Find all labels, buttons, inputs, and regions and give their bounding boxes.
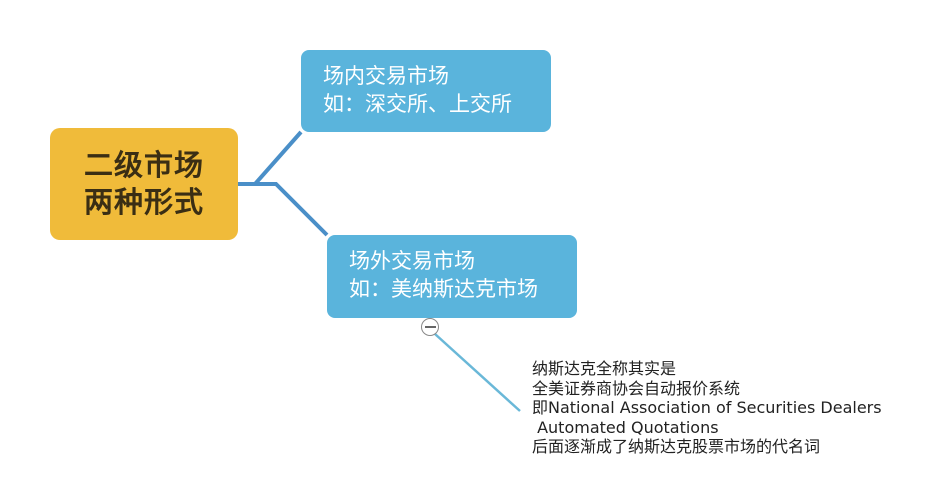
root-line-2: 两种形式	[83, 185, 204, 219]
note-line: 后面逐渐成了纳斯达克股票市场的代名词	[532, 437, 821, 456]
note-line: 全美证券商协会自动报价系统	[532, 378, 741, 398]
note-text: 纳斯达克全称其实是 全美证券商协会自动报价系统 即National Associ…	[532, 359, 882, 457]
branch-exchange-market[interactable]: 场内交易市场 如：深交所、上交所	[301, 50, 551, 132]
branch-title: 场外交易市场	[349, 249, 475, 273]
root-line-1: 二级市场	[83, 148, 204, 182]
branch-title: 场内交易市场	[323, 64, 449, 88]
collapse-button[interactable]	[421, 318, 439, 336]
note-line: 即National Association of Securities Deal…	[532, 398, 882, 417]
branch-otc-market[interactable]: 场外交易市场 如：美纳斯达克市场	[327, 235, 577, 318]
note-line: 纳斯达克全称其实是	[532, 359, 677, 378]
root-topic[interactable]: 二级市场 两种形式	[50, 128, 238, 240]
note-line: Automated Quotations	[532, 417, 719, 437]
branch-example: 如：深交所、上交所	[323, 92, 512, 116]
branch-example: 如：美纳斯达克市场	[349, 277, 538, 301]
minus-circle-icon	[424, 326, 436, 328]
